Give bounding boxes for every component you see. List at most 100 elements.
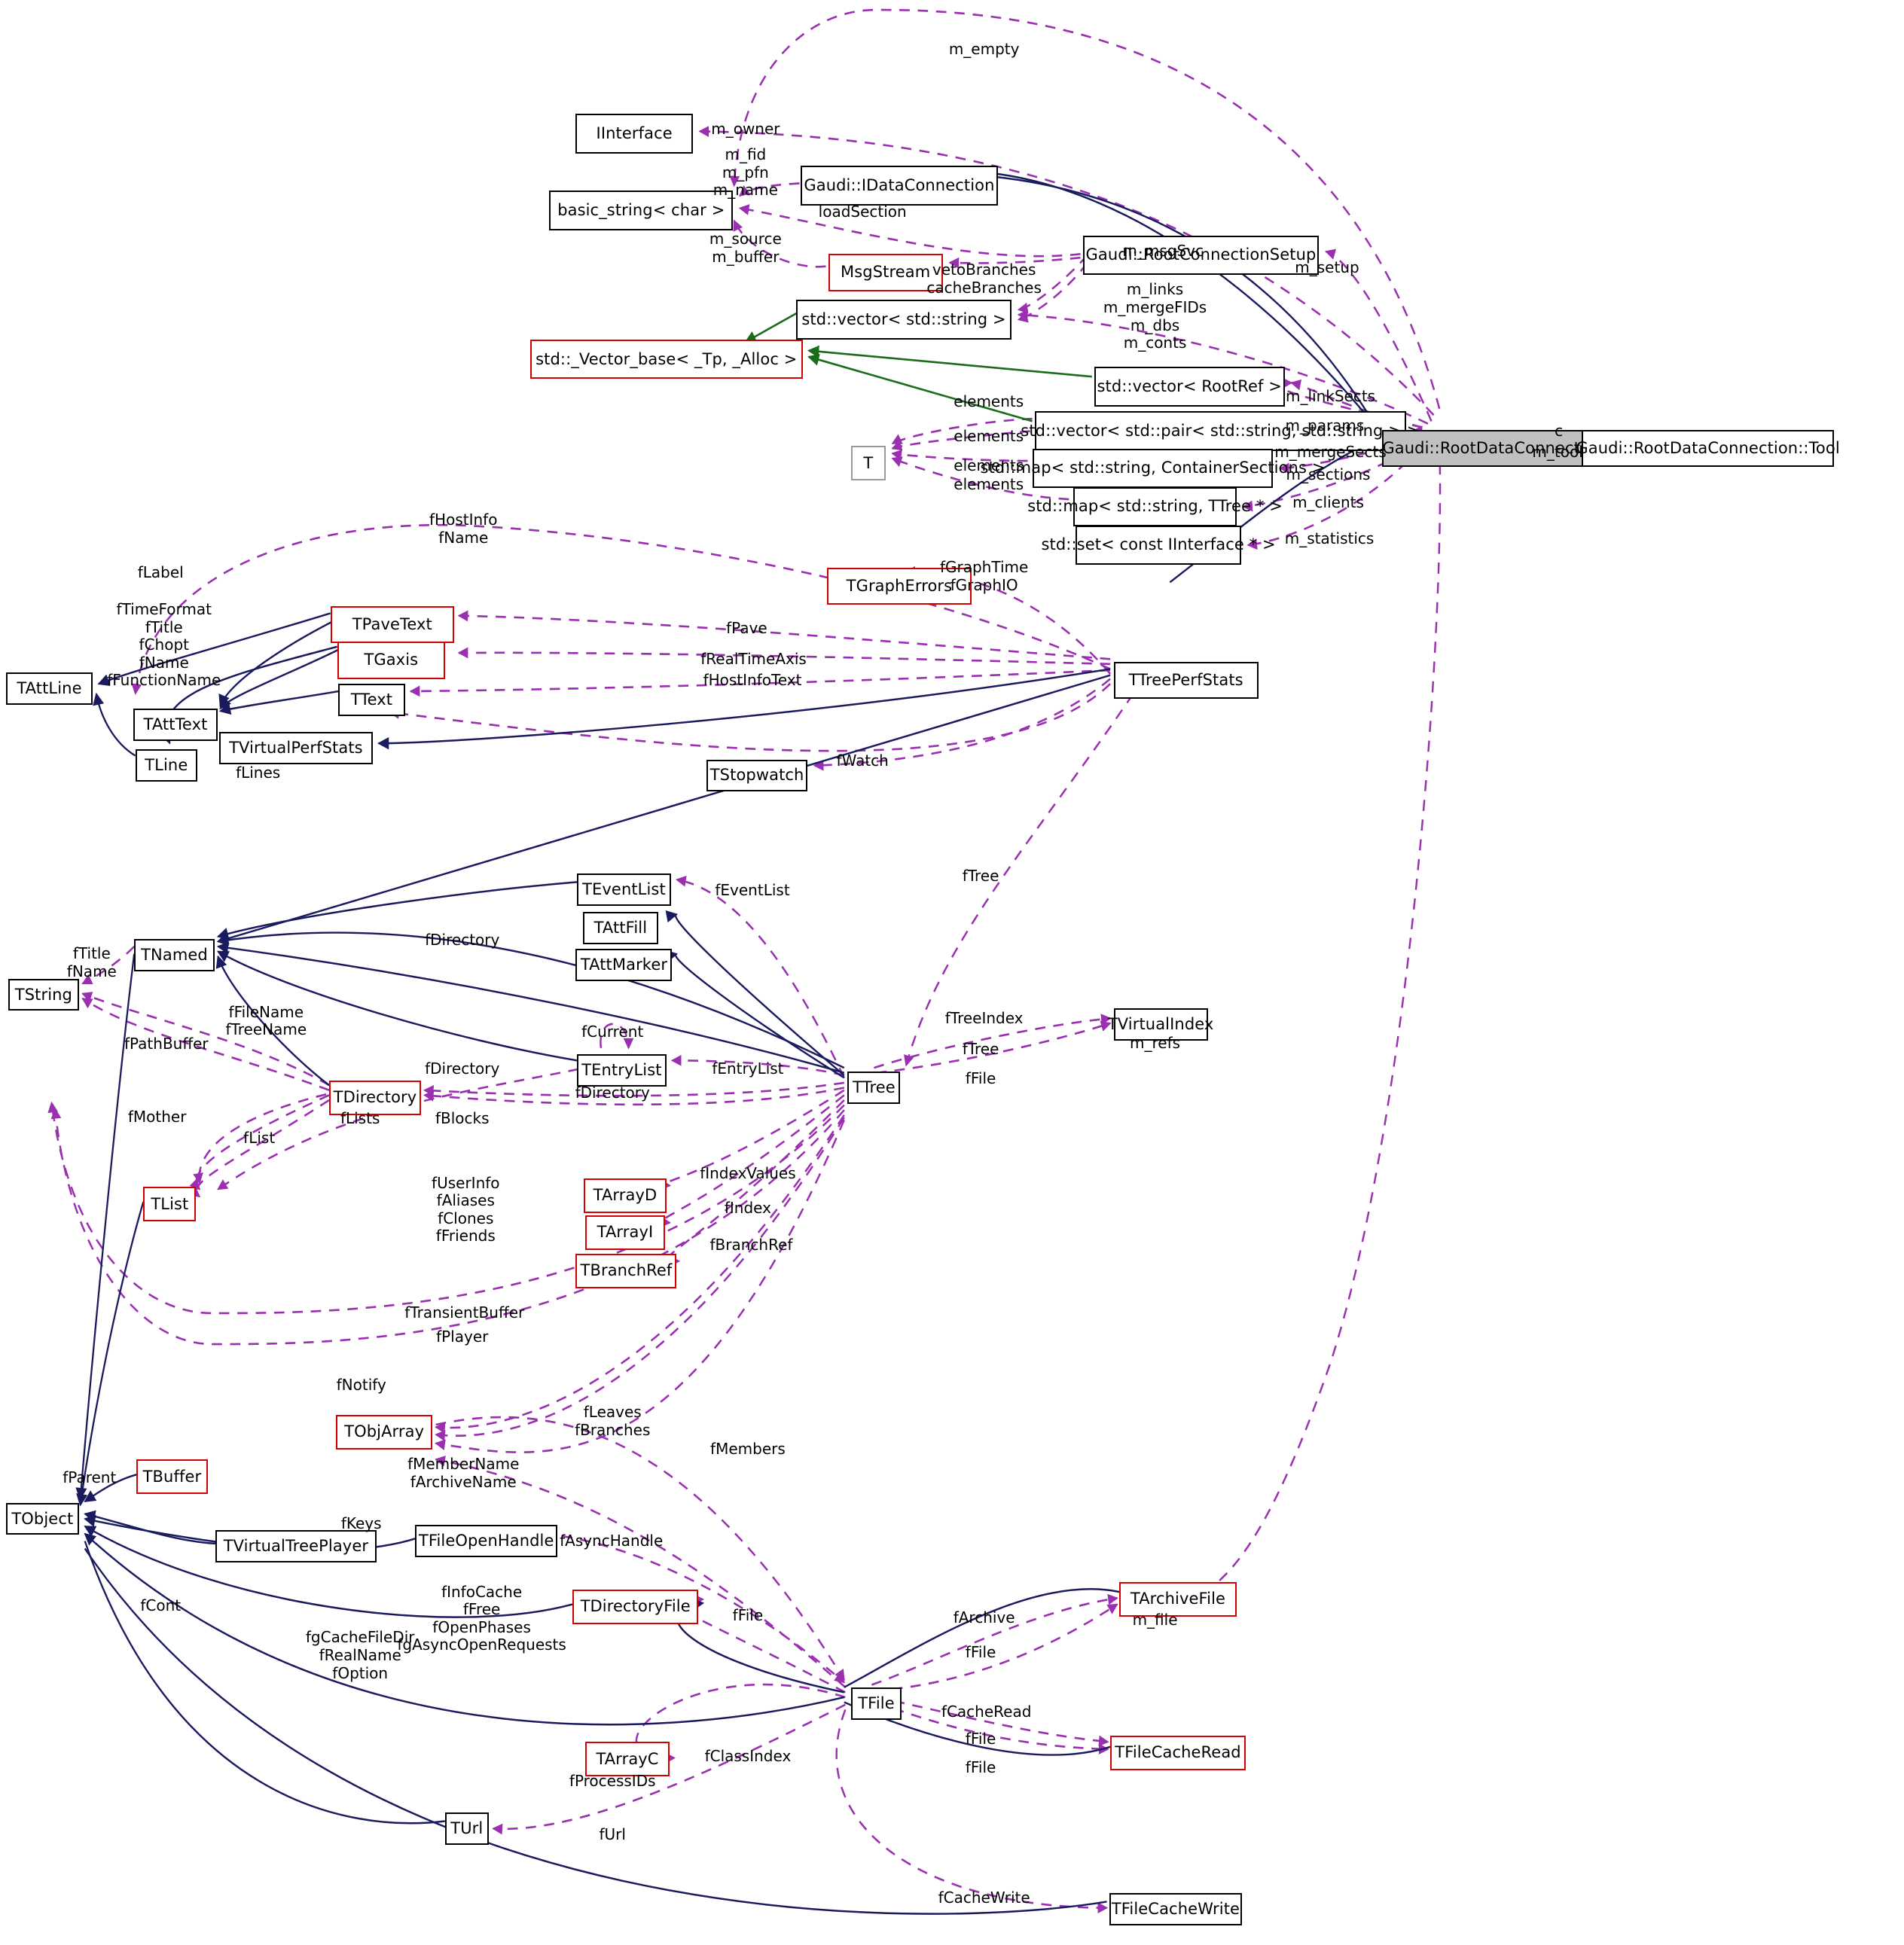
class-node-t[interactable]: T [850, 446, 886, 481]
edge-label: fPave [726, 618, 767, 637]
class-node-map-ttree[interactable]: std::map< std::string, TTree * > [1027, 486, 1283, 527]
class-node-tstopwatch[interactable]: TStopwatch [706, 759, 808, 792]
class-node-rootdataconnectiontool[interactable]: Gaudi::RootDataConnection::Tool [1576, 429, 1840, 468]
edge-label: m_clients [1292, 493, 1364, 512]
edge-label: fMemberName fArchiveName [407, 1455, 520, 1491]
class-node-iinterface[interactable]: IInterface [575, 114, 693, 154]
edge-label: elements [954, 456, 1024, 475]
class-node-turl[interactable]: TUrl [444, 1812, 489, 1845]
edge-label: fCurrent [581, 1022, 644, 1041]
edge-label: fFile [965, 1069, 996, 1088]
class-node-tobjarray[interactable]: TObjArray [336, 1414, 433, 1450]
class-node-ttree[interactable]: TTree [847, 1072, 901, 1104]
class-node-tgaxis[interactable]: TGaxis [337, 642, 445, 679]
edge-label: fCont [140, 1596, 182, 1614]
class-node-tarrayd[interactable]: TArrayD [584, 1178, 667, 1213]
class-node-tvirtualtreeplayer[interactable]: TVirtualTreePlayer [215, 1529, 377, 1562]
class-node-ttext[interactable]: TText [338, 684, 405, 716]
edge-label: m_sections [1286, 465, 1371, 483]
class-node-set-iinterface[interactable]: std::set< const IInterface * > [1042, 525, 1276, 566]
class-node-tattfill[interactable]: TAttFill [582, 911, 659, 944]
edge-label: fCacheRead [941, 1703, 1032, 1721]
edge-label: fUrl [599, 1825, 626, 1844]
edge-label: fIndexValues [700, 1163, 796, 1182]
edge-label: fArchive [953, 1608, 1015, 1627]
class-node-tentrylist[interactable]: TEntryList [577, 1054, 667, 1087]
class-node-tattmarker[interactable]: TAttMarker [575, 949, 673, 981]
edge-label: m_source m_buffer [709, 230, 782, 266]
class-node-tfile[interactable]: TFile [850, 1687, 902, 1720]
class-node-tbranchref[interactable]: TBranchRef [575, 1253, 677, 1289]
edge-label: fTree [962, 1039, 999, 1058]
edge-label: fUserInfo fAliases fClones fFriends [432, 1173, 500, 1245]
edge-label: fFile [965, 1758, 996, 1777]
class-node-map-containersections[interactable]: std::map< std::string, ContainerSections… [981, 448, 1325, 489]
class-node-tstring[interactable]: TString [8, 978, 80, 1011]
class-node-tarrayc[interactable]: TArrayC [584, 1742, 670, 1777]
class-node-idataconnection[interactable]: Gaudi::IDataConnection [800, 166, 998, 206]
edge-label: fKeys [340, 1514, 382, 1533]
class-node-rootdataconnection[interactable]: Gaudi::RootDataConnection [1382, 429, 1605, 468]
class-node-tobject[interactable]: TObject [5, 1502, 80, 1535]
edge-label: fDirectory [425, 931, 500, 950]
edge-label: vetoBranches cacheBranches [926, 261, 1042, 297]
edge-label: fFile [965, 1643, 996, 1662]
class-node-tgrapherrors[interactable]: TGraphErrors [827, 567, 972, 605]
edge-label: m_fid m_pfn m_name [712, 145, 778, 200]
class-node-tfilecacheread[interactable]: TFileCacheRead [1110, 1735, 1246, 1771]
edge-label: fLists [340, 1109, 380, 1128]
edge-label: elements [954, 392, 1024, 410]
class-node-tarchivefile[interactable]: TArchiveFile [1119, 1581, 1237, 1617]
edge-label: fLeaves fBranches [575, 1403, 651, 1439]
class-node-basic-string[interactable]: basic_string< char > [549, 191, 734, 230]
class-node-vector-string[interactable]: std::vector< std::string > [795, 300, 1012, 340]
edge-label: fPathBuffer [124, 1035, 209, 1053]
edge-label: m_mergeSects [1274, 442, 1387, 461]
class-node-ttreeperfstats[interactable]: TTreePerfStats [1113, 661, 1259, 699]
edge-label: m_linkSects [1285, 386, 1376, 405]
class-node-tatttext[interactable]: TAttText [133, 709, 218, 741]
edge-label: fTimeFormat fTitle fChopt fName fFunctio… [107, 599, 221, 690]
class-node-msgstream[interactable]: MsgStream [828, 254, 943, 291]
class-node-tattline[interactable]: TAttLine [5, 672, 93, 706]
edge-label: fEventList [715, 881, 790, 900]
class-node-vector-base[interactable]: std::_Vector_base< _Tp, _Alloc > [529, 339, 803, 380]
edge-label: fProcessIDs [569, 1772, 656, 1791]
class-node-tvirtualindex[interactable]: TVirtualIndex [1108, 1008, 1213, 1041]
edge-label: fTransientBuffer [404, 1303, 525, 1322]
class-node-tline[interactable]: TLine [135, 749, 197, 782]
edge-label: fFile [965, 1730, 996, 1748]
edge-label: fIndex [724, 1198, 771, 1217]
edge-label: fInfoCache fFree fOpenPhases fgAsyncOpen… [397, 1582, 566, 1654]
class-node-rootconnectionsetup[interactable]: Gaudi::RootConnectionSetup [1082, 235, 1320, 276]
class-node-tbuffer[interactable]: TBuffer [136, 1459, 208, 1495]
edge-label: fMembers [710, 1440, 786, 1459]
edge-label: fLabel [137, 562, 184, 581]
class-node-tfilecachewrite[interactable]: TFileCacheWrite [1109, 1892, 1243, 1925]
edge-label: fCacheWrite [938, 1888, 1030, 1907]
edge-label: m_refs [1130, 1033, 1181, 1052]
edge-label: fDirectory [575, 1083, 650, 1102]
class-node-tdirectory[interactable]: TDirectory [329, 1080, 421, 1115]
class-node-tvirtualperfstats[interactable]: TVirtualPerfStats [218, 732, 373, 765]
edge-label: fWatch [836, 751, 889, 770]
edge-label: fBlocks [435, 1109, 490, 1128]
class-node-tarrayi[interactable]: TArrayI [584, 1215, 666, 1251]
edge-label: fTreeIndex [944, 1008, 1024, 1027]
edge-label: m_setup [1295, 258, 1359, 276]
class-node-vector-rootref[interactable]: std::vector< RootRef > [1094, 366, 1285, 407]
edge-label: fTree [962, 866, 999, 885]
class-node-tlist[interactable]: TList [143, 1187, 197, 1222]
edge-label: fNotify [336, 1375, 386, 1394]
class-node-teventlist[interactable]: TEventList [577, 873, 671, 906]
class-node-tfileopenhandle[interactable]: TFileOpenHandle [415, 1525, 558, 1558]
edge-label: fFile [732, 1605, 764, 1624]
edge-label: fTitle fName [66, 944, 117, 980]
class-node-tpavetext[interactable]: TPaveText [330, 605, 455, 643]
class-node-tdirectoryfile[interactable]: TDirectoryFile [572, 1589, 699, 1624]
class-node-tnamed[interactable]: TNamed [134, 939, 215, 971]
edge-label: m_owner [711, 119, 780, 138]
edge-label: fEntryList [712, 1059, 784, 1078]
